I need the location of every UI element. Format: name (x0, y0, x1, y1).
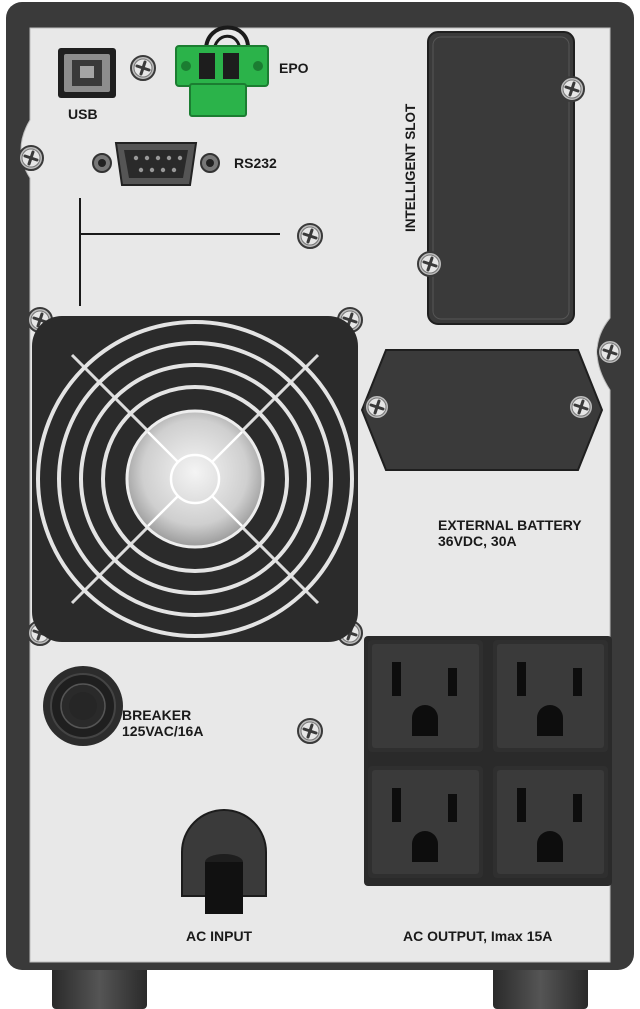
external-battery-label: EXTERNAL BATTERY 36VDC, 30A (438, 517, 582, 549)
usb-label: USB (68, 106, 98, 122)
ac-input-label: AC INPUT (186, 928, 253, 944)
screw-icon (567, 393, 595, 421)
breaker-title: BREAKER (122, 707, 192, 723)
nema-5-15-outlet-icon[interactable] (493, 640, 608, 752)
screw-icon (129, 54, 157, 82)
breaker-label: BREAKER 125VAC/16A (122, 707, 203, 739)
screw-icon (296, 717, 324, 745)
nema-5-15-outlet-icon[interactable] (368, 640, 483, 752)
screw-icon (596, 338, 624, 366)
screw-icon (17, 144, 45, 172)
breaker-knob-icon[interactable] (43, 666, 123, 746)
nema-5-15-outlet-icon[interactable] (493, 766, 608, 878)
rs232-label: RS232 (234, 155, 277, 171)
external-battery-title: EXTERNAL BATTERY (438, 517, 582, 533)
external-battery-rating: 36VDC, 30A (438, 533, 517, 550)
screw-icon (363, 393, 391, 421)
nema-5-15-outlet-icon[interactable] (368, 766, 483, 878)
screw-icon (416, 250, 444, 278)
epo-terminal-icon[interactable] (175, 25, 269, 117)
ac-output-label: AC OUTPUT, Imax 15A (403, 928, 553, 944)
fan-grille-icon (32, 316, 358, 642)
external-battery-connector[interactable] (360, 349, 604, 471)
intelligent-slot-label: INTELLIGENT SLOT (403, 103, 418, 232)
epo-label: EPO (279, 60, 309, 76)
db9-serial-port-icon[interactable] (92, 142, 220, 186)
intelligent-slot-cover[interactable] (427, 31, 575, 325)
power-cord-icon[interactable] (181, 809, 267, 914)
screw-icon (558, 75, 586, 103)
panel-seam-line (79, 198, 280, 306)
breaker-rating: 125VAC/16A (122, 723, 204, 740)
usb-b-port-icon[interactable] (58, 48, 116, 98)
screw-icon (296, 222, 324, 250)
